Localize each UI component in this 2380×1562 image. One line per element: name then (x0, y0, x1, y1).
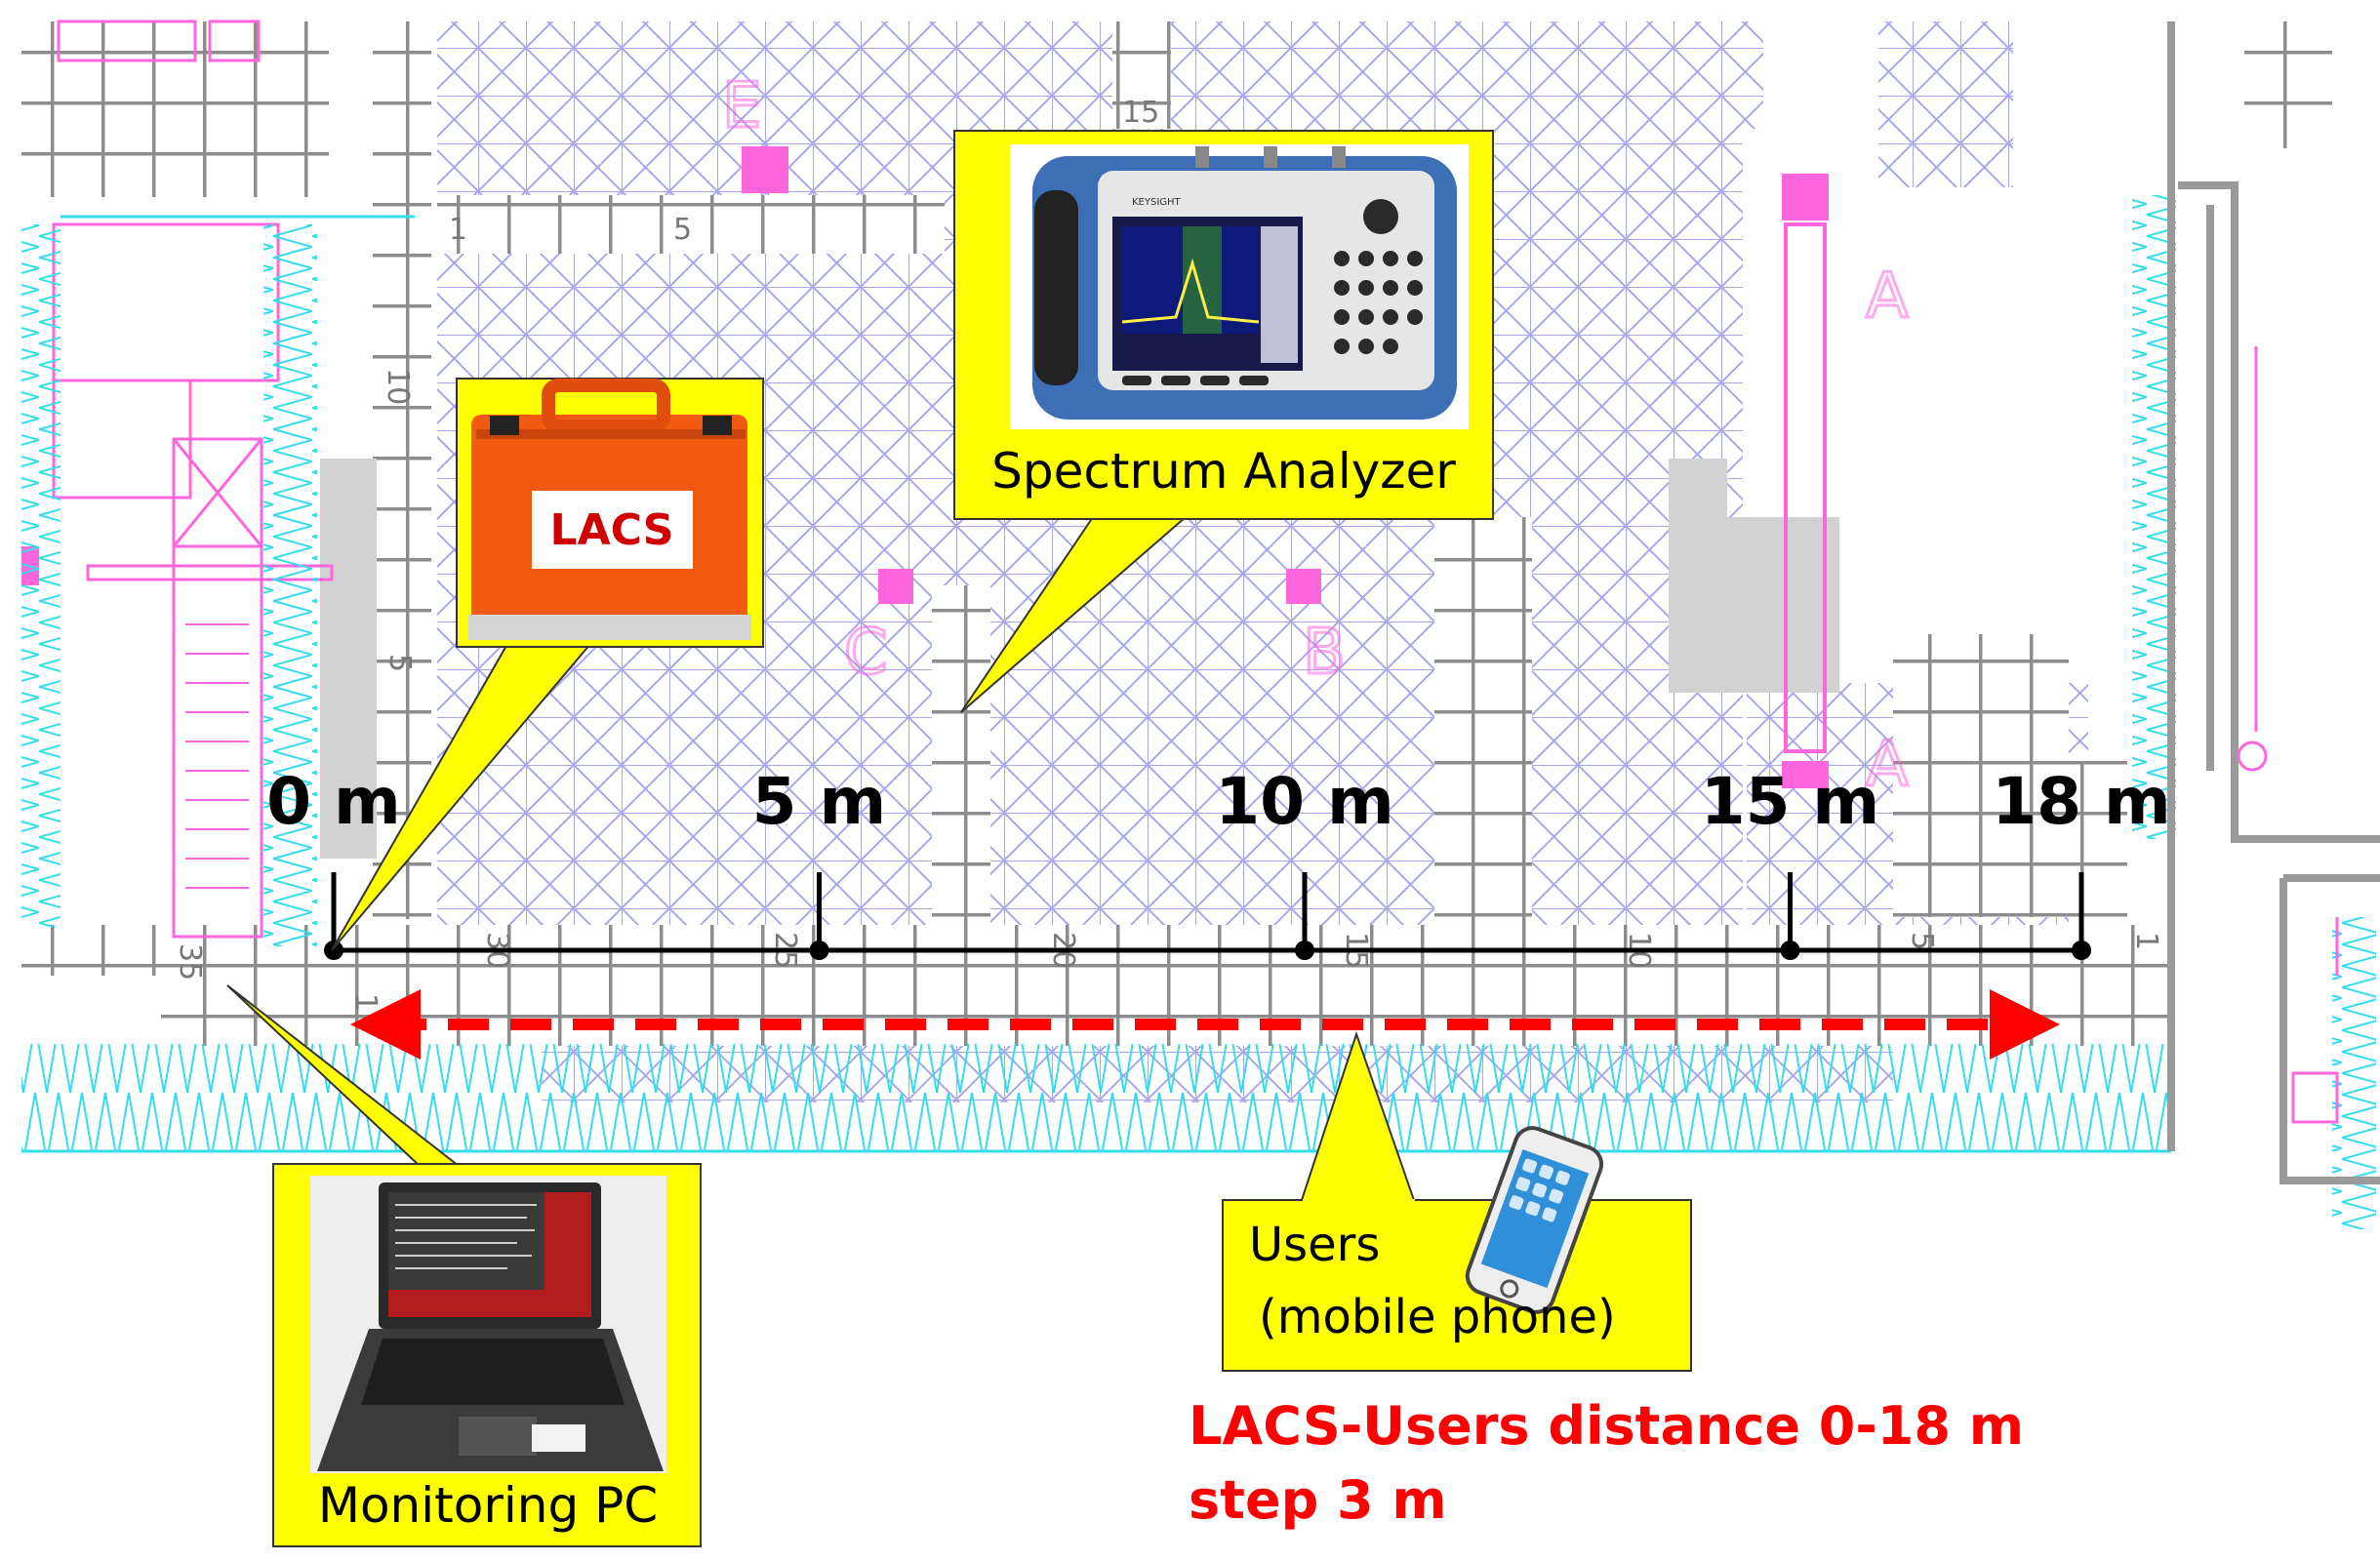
floorplan-seat-number: 5 (1905, 932, 1939, 950)
analyzer-brand: KEYSIGHT (1132, 197, 1182, 208)
lacs-callout: LACS (331, 378, 764, 951)
floorplan-seat-number: 5 (383, 654, 417, 672)
distance-axis: 0 m 5 m 10 m 15 m 18 m (266, 764, 2171, 960)
floorplan-room-letter: B (1303, 617, 1346, 689)
monitoring-pc-caption: Monitoring PC (318, 1477, 658, 1534)
distance-range-note: LACS-Users distance 0-18 m (1189, 1395, 2024, 1457)
floorplan-seat-number: 5 (673, 213, 692, 247)
floorplan-seat-number: 35 (173, 943, 207, 981)
users-label: Users (1249, 1218, 1380, 1272)
lacs-case-label: LACS (550, 505, 674, 555)
distance-note: LACS-Users distance 0-18 m step 3 m (1189, 1395, 2024, 1531)
distance-label-10m: 10 m (1215, 764, 1394, 839)
distance-point-10m (1295, 941, 1314, 960)
spectrum-analyzer-image: KEYSIGHT (1010, 144, 1469, 429)
distance-point-0m (324, 941, 343, 960)
lacs-case-image: LACS (468, 379, 751, 640)
floorplan-seat-number: 10 (381, 368, 415, 405)
floorplan-room-letter: C (844, 617, 888, 689)
users-sublabel: (mobile phone) (1259, 1290, 1616, 1344)
spectrum-analyzer-caption: Spectrum Analyzer (991, 443, 1456, 500)
monitoring-pc-image (310, 1176, 666, 1473)
mobile-phone-image (1465, 1126, 1604, 1314)
floorplan-room-letter: A (1866, 260, 1909, 333)
floorplan-seat-number: 15 (1122, 96, 1159, 130)
distance-label-5m: 5 m (752, 764, 887, 839)
distance-point-15m (1780, 941, 1800, 960)
floorplan-seat-number: 1 (2129, 932, 2163, 950)
floorplan-room-letter: E (722, 70, 761, 142)
distance-label-15m: 15 m (1701, 764, 1880, 839)
floorplan-room-letter: A (1866, 729, 1909, 801)
distance-point-18m (2072, 941, 2091, 960)
distance-label-0m: 0 m (266, 764, 401, 839)
distance-step-note: step 3 m (1189, 1469, 1447, 1531)
spectrum-analyzer-callout: KEYSIGHT Spectrum Analyzer (953, 130, 1494, 713)
users-callout: Users (mobile phone) (1222, 1030, 1692, 1372)
floorplan-seat-number: 1 (348, 993, 383, 1012)
distance-label-18m: 18 m (1992, 764, 2171, 839)
monitoring-pc-callout: Monitoring PC (226, 984, 702, 1547)
distance-point-5m (809, 941, 829, 960)
floorplan-seat-number: 1 (449, 213, 467, 247)
